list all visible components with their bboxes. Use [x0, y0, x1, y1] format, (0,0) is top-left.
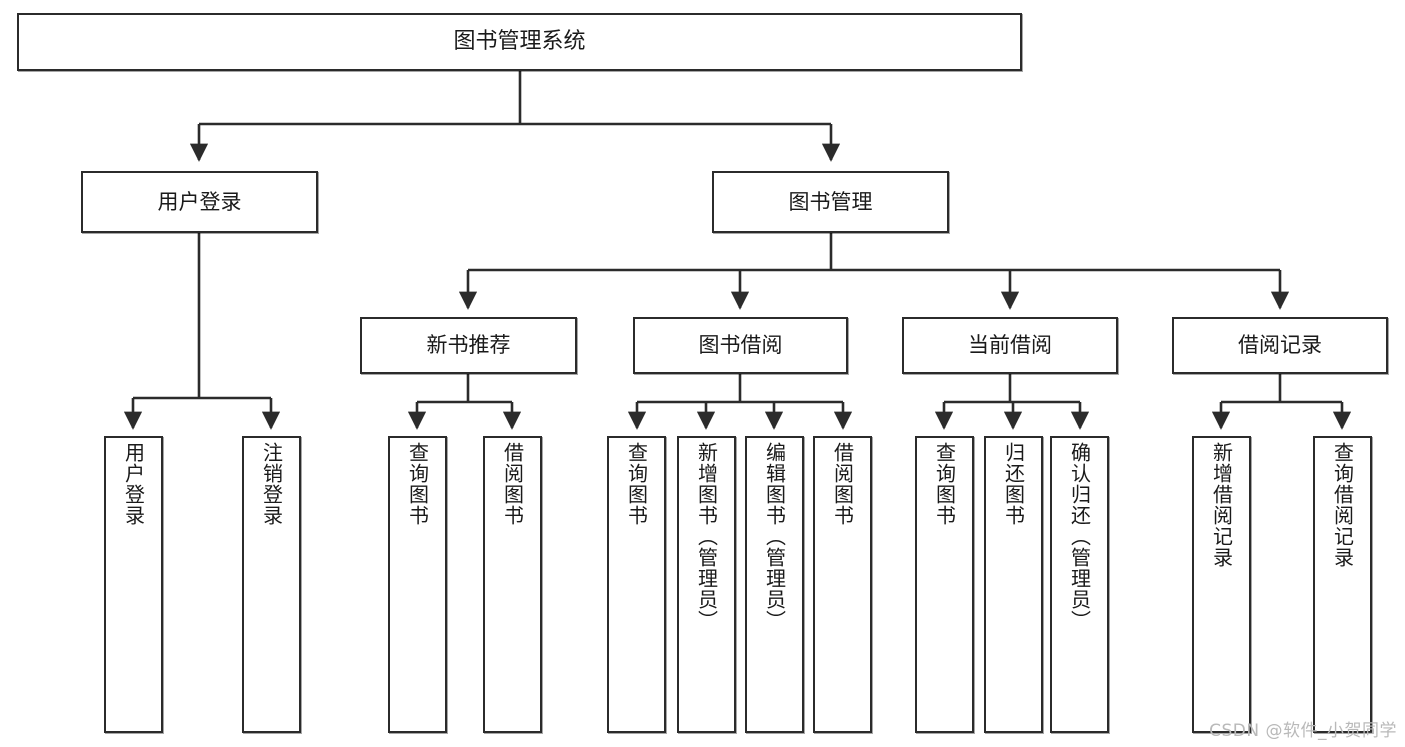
node-leaf-logout-label: 注销登录: [259, 442, 284, 526]
node-book-management-label: 图书管理: [788, 189, 873, 214]
node-leaf-edit-book-label: 编辑图书（管理员）: [762, 442, 787, 631]
node-leaf-query-record-label: 查询借阅记录: [1330, 442, 1355, 568]
node-leaf-query-book-3[interactable]: 查询图书: [915, 436, 974, 733]
node-leaf-return-book[interactable]: 归还图书: [984, 436, 1043, 733]
node-leaf-user-login-label: 用户登录: [121, 442, 146, 526]
node-leaf-borrow-book-2-label: 借阅图书: [830, 442, 855, 526]
node-borrow-record-label: 借阅记录: [1238, 333, 1322, 358]
node-leaf-query-book-1-label: 查询图书: [405, 442, 430, 526]
node-book-borrow-label: 图书借阅: [698, 333, 783, 358]
node-leaf-query-book-2-label: 查询图书: [624, 442, 649, 526]
node-book-borrow[interactable]: 图书借阅: [633, 317, 848, 374]
node-user-login[interactable]: 用户登录: [81, 171, 318, 233]
node-root[interactable]: 图书管理系统: [17, 13, 1022, 71]
node-current-borrow[interactable]: 当前借阅: [902, 317, 1118, 374]
node-user-login-label: 用户登录: [157, 189, 242, 214]
node-leaf-borrow-book-2[interactable]: 借阅图书: [813, 436, 872, 733]
node-leaf-borrow-book-1[interactable]: 借阅图书: [483, 436, 542, 733]
node-leaf-edit-book[interactable]: 编辑图书（管理员）: [745, 436, 804, 733]
node-leaf-add-record-label: 新增借阅记录: [1209, 442, 1234, 568]
node-leaf-return-book-label: 归还图书: [1001, 442, 1026, 526]
node-leaf-add-book[interactable]: 新增图书（管理员）: [677, 436, 736, 733]
node-leaf-add-record[interactable]: 新增借阅记录: [1192, 436, 1251, 733]
node-current-borrow-label: 当前借阅: [968, 333, 1052, 358]
node-leaf-query-book-1[interactable]: 查询图书: [388, 436, 447, 733]
node-leaf-query-record[interactable]: 查询借阅记录: [1313, 436, 1372, 733]
node-leaf-logout[interactable]: 注销登录: [242, 436, 301, 733]
node-leaf-confirm-return[interactable]: 确认归还（管理员）: [1050, 436, 1109, 733]
node-leaf-query-book-2[interactable]: 查询图书: [607, 436, 666, 733]
node-borrow-record[interactable]: 借阅记录: [1172, 317, 1388, 374]
node-leaf-add-book-label: 新增图书（管理员）: [694, 442, 719, 631]
node-new-book-recommend-label: 新书推荐: [426, 333, 511, 358]
node-leaf-borrow-book-1-label: 借阅图书: [500, 442, 525, 526]
node-leaf-query-book-3-label: 查询图书: [932, 442, 957, 526]
node-root-label: 图书管理系统: [453, 29, 586, 55]
node-leaf-confirm-return-label: 确认归还（管理员）: [1067, 442, 1092, 631]
node-leaf-user-login[interactable]: 用户登录: [104, 436, 163, 733]
node-book-management[interactable]: 图书管理: [712, 171, 949, 233]
node-new-book-recommend[interactable]: 新书推荐: [360, 317, 577, 374]
